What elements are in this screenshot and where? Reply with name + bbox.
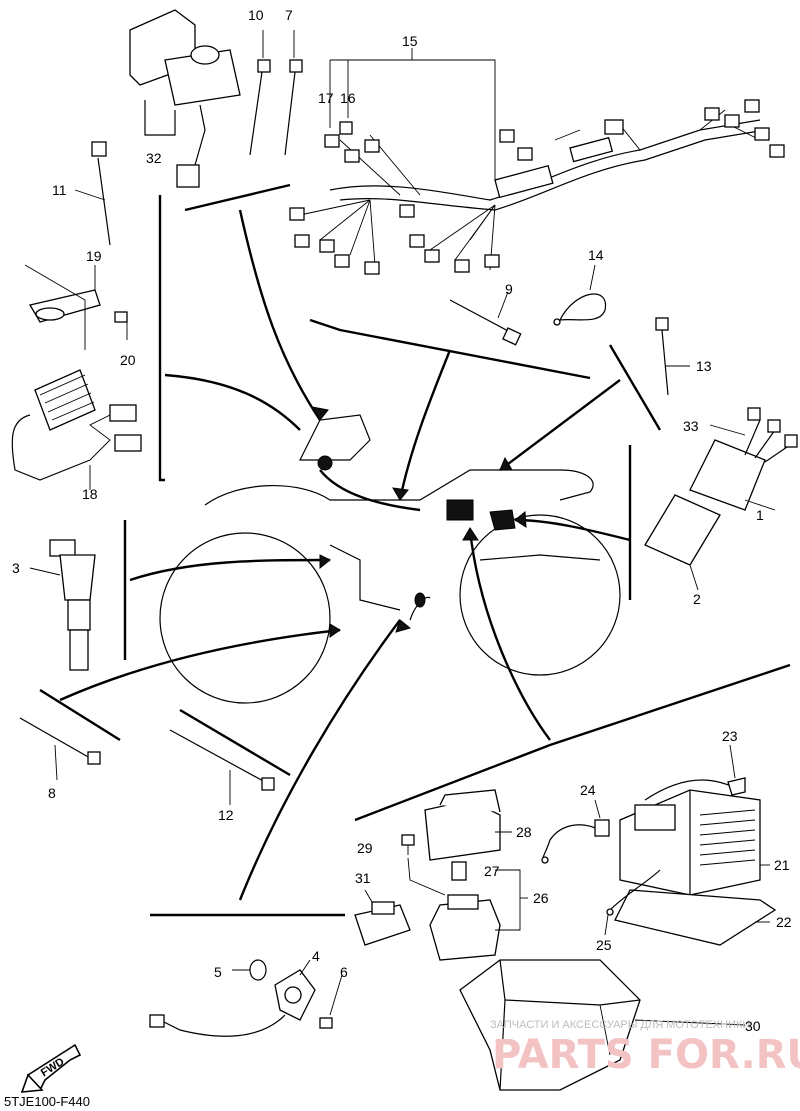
part-21-battery[interactable] bbox=[619, 789, 770, 896]
callout-9: 9 bbox=[505, 281, 513, 297]
part-20-bolt[interactable] bbox=[114, 311, 128, 340]
watermark-text: ЗАПЧАСТИ И АКСЕССУАРЫ ДЛЯ МОТОТЕХНИКИ bbox=[490, 1019, 750, 1031]
part-31-fuse-box[interactable] bbox=[354, 889, 411, 946]
part-29-bolt[interactable] bbox=[401, 834, 415, 855]
watermark-logo: PARTS FOR.RU bbox=[492, 1032, 800, 1078]
part-25-lead[interactable] bbox=[604, 869, 661, 936]
part-13-cable-tie[interactable] bbox=[655, 317, 690, 396]
part-14-lead-wire[interactable] bbox=[553, 264, 606, 326]
callout-1: 1 bbox=[756, 507, 764, 523]
part-22-battery-tray[interactable] bbox=[614, 889, 777, 946]
part-33-connector bbox=[709, 424, 746, 436]
callout-30: 30 bbox=[745, 1018, 761, 1034]
callout-18: 18 bbox=[82, 486, 98, 502]
fwd-arrow-icon bbox=[20, 1043, 82, 1093]
motorcycle-outline bbox=[159, 414, 621, 704]
part-12-cable-tie[interactable] bbox=[169, 729, 275, 805]
part-10-cable-tie[interactable] bbox=[249, 30, 271, 156]
part-18-rectifier-regulator[interactable] bbox=[11, 369, 142, 490]
callout-3: 3 bbox=[12, 560, 20, 576]
callout-33: 33 bbox=[683, 418, 699, 434]
part-28-cover[interactable] bbox=[424, 789, 512, 861]
callout-15: 15 bbox=[402, 33, 418, 49]
callout-27: 27 bbox=[484, 863, 500, 879]
part-26-starter-relay[interactable] bbox=[407, 857, 528, 961]
part-15-wire-harness[interactable] bbox=[289, 48, 785, 275]
callout-12: 12 bbox=[218, 807, 234, 823]
part-30-rear-box[interactable] bbox=[459, 959, 746, 1091]
part-27-fuse[interactable] bbox=[451, 861, 467, 881]
part-7-cable-tie[interactable] bbox=[284, 30, 303, 156]
section-brackets bbox=[39, 183, 791, 917]
part-11-cable-tie[interactable] bbox=[74, 141, 111, 246]
callout-8: 8 bbox=[48, 785, 56, 801]
callout-13: 13 bbox=[696, 358, 712, 374]
callout-17: 17 bbox=[318, 90, 334, 106]
callout-25: 25 bbox=[596, 937, 612, 953]
callout-5: 5 bbox=[214, 964, 222, 980]
callout-19: 19 bbox=[86, 248, 102, 264]
part-3-ignition-coil[interactable] bbox=[29, 539, 96, 671]
callout-26: 26 bbox=[533, 890, 549, 906]
callout-21: 21 bbox=[774, 857, 790, 873]
callout-4: 4 bbox=[312, 948, 320, 964]
callout-7: 7 bbox=[285, 7, 293, 23]
part-9-cable-tie[interactable] bbox=[449, 291, 522, 346]
callout-23: 23 bbox=[722, 728, 738, 744]
part-6-bolt[interactable] bbox=[319, 974, 343, 1029]
callout-22: 22 bbox=[776, 914, 792, 930]
part-19-bracket[interactable] bbox=[24, 264, 101, 350]
diagram-code: 5TJE100-F440 bbox=[4, 1094, 90, 1109]
part-4-sensor[interactable] bbox=[149, 959, 316, 1037]
callout-31: 31 bbox=[355, 870, 371, 886]
callout-28: 28 bbox=[516, 824, 532, 840]
callout-16: 16 bbox=[340, 90, 356, 106]
callout-labels: 1 2 3 4 5 6 7 8 9 10 11 12 13 14 15 16 1… bbox=[12, 7, 792, 1034]
part-8-cable-tie[interactable] bbox=[19, 717, 101, 781]
callout-20: 20 bbox=[120, 352, 136, 368]
callout-32: 32 bbox=[146, 150, 162, 166]
part-5-o-ring[interactable] bbox=[232, 959, 267, 981]
callout-10: 10 bbox=[248, 7, 264, 23]
callout-6: 6 bbox=[340, 964, 348, 980]
part-24-lead[interactable] bbox=[541, 799, 610, 864]
callout-11: 11 bbox=[52, 182, 67, 198]
callout-29: 29 bbox=[357, 840, 373, 856]
part-2-cover[interactable] bbox=[644, 494, 721, 591]
callout-14: 14 bbox=[588, 247, 604, 263]
callout-2: 2 bbox=[693, 591, 701, 607]
callout-24: 24 bbox=[580, 782, 596, 798]
part-23-battery-band[interactable] bbox=[644, 744, 746, 801]
part-32-cdi-unit[interactable] bbox=[129, 9, 241, 188]
part-1-relay[interactable] bbox=[689, 407, 798, 511]
